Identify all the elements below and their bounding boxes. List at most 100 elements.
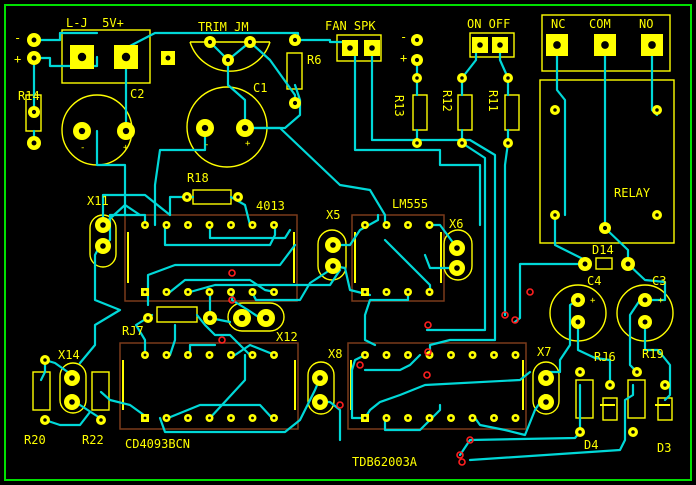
via-5: [423, 371, 431, 379]
pad-hole-94: [208, 353, 211, 357]
trace-73: [350, 353, 367, 420]
trace-46: [230, 290, 262, 320]
pad-hole-100: [186, 416, 190, 420]
label-d4: D4: [584, 438, 598, 452]
label-r12: R12: [440, 90, 454, 112]
label-c2-minus: -: [80, 143, 85, 153]
pad-hole-33: [602, 225, 608, 231]
via-8: [511, 316, 519, 324]
label-r22: R22: [82, 433, 104, 447]
pad-hole-82: [317, 399, 323, 405]
pad-hole-92: [165, 353, 168, 357]
trace-62: [158, 376, 322, 434]
pad-hole-19: [414, 57, 420, 63]
pad-hole-84: [543, 399, 549, 405]
pad-hole-120: [514, 416, 517, 420]
trace-36: [101, 193, 172, 227]
pad-hole-13: [241, 124, 249, 132]
pad-hole-113: [363, 416, 367, 420]
trace-57: [99, 390, 150, 420]
label-4013: 4013: [256, 199, 285, 213]
via-7: [526, 288, 534, 296]
label-x7: X7: [537, 345, 551, 359]
label-on-off: ON OFF: [467, 17, 510, 31]
label-plus-2: +: [400, 51, 407, 65]
pad-hole-3: [31, 109, 37, 115]
pad-hole-68: [575, 297, 581, 303]
pad-hole-24: [648, 41, 656, 49]
pad-hole-21: [497, 42, 503, 48]
trace-67: [423, 253, 459, 270]
pad-hole-56: [454, 245, 460, 251]
via-9: [356, 361, 364, 369]
pad-hole-119: [492, 416, 496, 420]
pad-hole-114: [385, 416, 388, 420]
pad-hole-60: [406, 223, 410, 227]
pad-hole-11: [292, 100, 298, 106]
label-d3: D3: [657, 441, 671, 455]
pad-hole-107: [406, 353, 410, 357]
pad-hole-42: [186, 223, 190, 227]
trace-51: [195, 313, 252, 357]
pad-hole-34: [655, 108, 659, 112]
pad-hole-106: [385, 353, 388, 357]
pad-hole-17: [369, 45, 375, 51]
trace-11: [243, 126, 387, 227]
pad-hole-91: [143, 353, 147, 357]
pad-hole-85: [578, 370, 582, 374]
trace-32: [643, 326, 672, 402]
trace-52: [168, 323, 177, 357]
pad-hole-104: [272, 416, 276, 420]
pad-hole-97: [272, 353, 276, 357]
pad-hole-89: [608, 383, 612, 387]
vias: [218, 269, 534, 466]
pad-hole-45: [251, 223, 254, 227]
label-nc: NC: [551, 17, 565, 31]
pad-hole-81: [317, 375, 323, 381]
label-c4: C4: [587, 274, 601, 288]
pad-hole-0: [31, 37, 37, 43]
label-plus-1: +: [14, 52, 21, 66]
pad-hole-71: [642, 319, 648, 325]
trace-69: [363, 290, 410, 347]
pad-hole-12: [201, 124, 209, 132]
pad-hole-96: [251, 353, 254, 357]
pad-hole-25: [415, 76, 419, 80]
label-cd4093: CD4093BCN: [125, 437, 190, 451]
label-r17: RJ7: [122, 324, 144, 338]
label-r11: R11: [486, 90, 500, 112]
pad-hole-29: [506, 76, 510, 80]
label-x8: X8: [328, 347, 342, 361]
pad-hole-116: [428, 416, 431, 420]
pad-hole-52: [251, 290, 254, 294]
label-minus-2: -: [400, 30, 407, 44]
pad-hole-5: [121, 52, 131, 62]
pad-hole-55: [330, 263, 336, 269]
label-c2: C2: [130, 87, 144, 101]
via-13: [458, 458, 466, 466]
pad-hole-103: [251, 416, 254, 420]
label-r13: R13: [392, 95, 406, 117]
board-outline: [4, 4, 692, 481]
trace-74: [363, 353, 422, 372]
trace-33: [458, 383, 582, 457]
trace-45: [188, 268, 342, 294]
label-r20: R20: [24, 433, 46, 447]
via-3: [424, 321, 432, 329]
via-11: [456, 451, 464, 459]
trace-12: [153, 126, 207, 227]
trace-14: [370, 46, 497, 357]
pad-hole-20: [477, 42, 483, 48]
pad-hole-39: [100, 243, 106, 249]
pad-hole-87: [578, 430, 582, 434]
label-trim: TRIM JM: [198, 20, 249, 34]
trace-23: [555, 43, 567, 217]
pad-hole-88: [631, 430, 635, 434]
pad-hole-6: [165, 55, 171, 61]
pad-hole-48: [165, 290, 168, 294]
pad-hole-110: [471, 353, 474, 357]
pad-hole-69: [575, 319, 581, 325]
pad-hole-59: [385, 223, 388, 227]
pad-hole-61: [428, 223, 431, 227]
pad-hole-36: [185, 195, 189, 199]
